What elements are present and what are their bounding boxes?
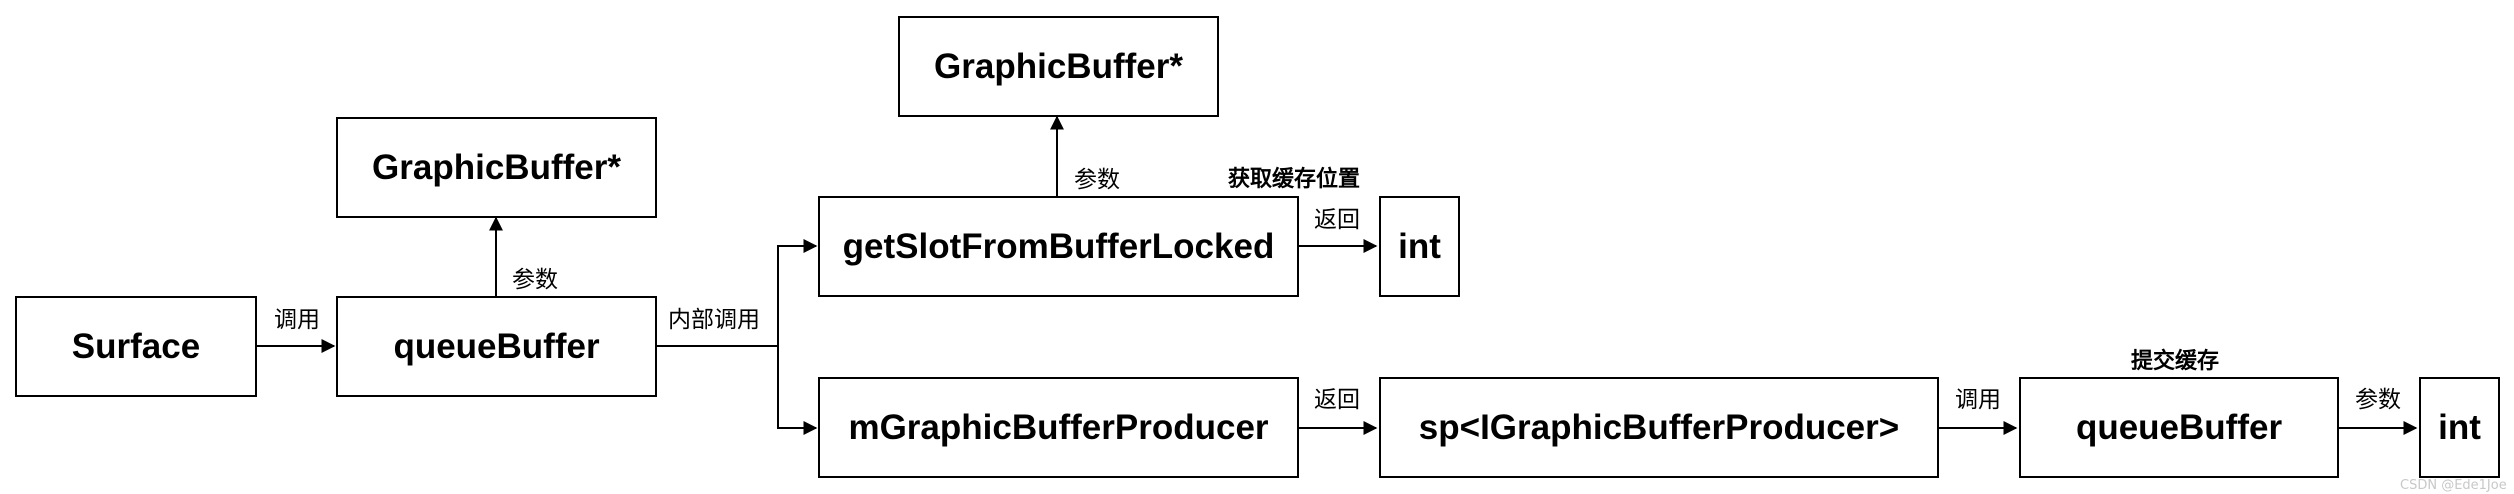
node-int-1: int: [1379, 196, 1460, 297]
edge-label-call-2: 调用: [1955, 387, 2001, 413]
node-queue-buffer-2: queueBuffer: [2019, 377, 2339, 478]
node-get-slot-from-buffer-locked: getSlotFromBufferLocked: [818, 196, 1299, 297]
node-graphic-buffer-1: GraphicBuffer*: [336, 117, 657, 218]
edge-label-param-3: 参数: [2355, 387, 2401, 413]
node-graphic-buffer-2: GraphicBuffer*: [898, 16, 1219, 117]
edge-queuebuffer-to-getslot: [656, 239, 818, 347]
node-m-graphic-buffer-producer: mGraphicBufferProducer: [818, 377, 1299, 478]
note-submit-buffer: 提交缓存: [2131, 349, 2220, 374]
edge-label-return-2: 返回: [1314, 387, 1360, 413]
node-surface: Surface: [15, 296, 257, 397]
edge-queuebuffer-to-mproducer: [777, 346, 818, 435]
note-get-slot-position: 获取缓存位置: [1228, 167, 1361, 192]
node-int-2: int: [2419, 377, 2500, 478]
edge-label-call-1: 调用: [274, 307, 320, 333]
node-queue-buffer-1: queueBuffer: [336, 296, 657, 397]
edge-label-return-1: 返回: [1314, 207, 1360, 233]
edge-label-internal-call: 内部调用: [668, 307, 760, 333]
node-sp-igraphic-buffer-producer: sp<IGraphicBufferProducer>: [1379, 377, 1939, 478]
edge-label-param-2: 参数: [1074, 167, 1120, 193]
watermark: CSDN @Ede1Joe: [2400, 478, 2507, 493]
edge-label-param-1: 参数: [512, 267, 558, 293]
